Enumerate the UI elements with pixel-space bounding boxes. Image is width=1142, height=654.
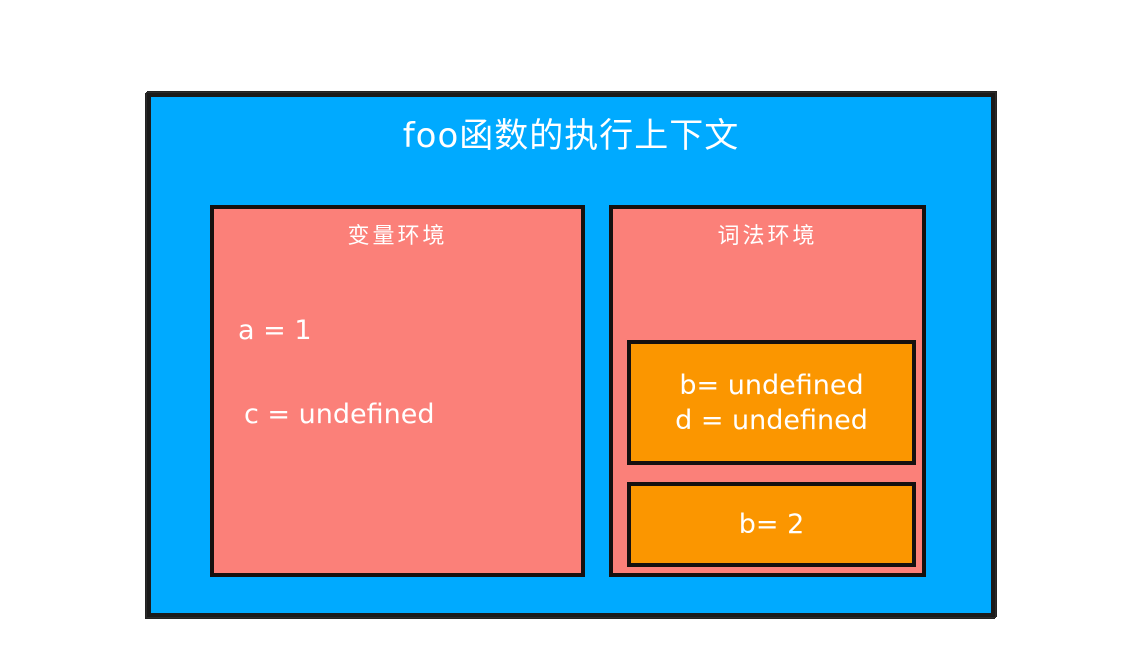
execution-context-box: foo函数的执行上下文 变量环境 a = 1 c = undefined 词法环… <box>147 93 995 617</box>
lexical-environment-title: 词法环境 <box>717 224 818 249</box>
variable-environment-title: 变量环境 <box>347 224 448 249</box>
environment-panels-row: 变量环境 a = 1 c = undefined 词法环境 b= undefin… <box>210 205 926 577</box>
binding-box-assigned: b= 2 <box>627 482 916 567</box>
variable-entry-c: c = undefined <box>244 399 435 430</box>
binding-entry-b-undefined: b= undefined <box>679 369 864 401</box>
binding-entry-b-2: b= 2 <box>738 509 805 540</box>
execution-context-title: foo函数的执行上下文 <box>402 116 740 156</box>
lexical-environment-panel: 词法环境 b= undefined d = undefined b= 2 <box>609 205 926 577</box>
binding-box-declarative: b= undefined d = undefined <box>627 340 916 465</box>
variable-environment-panel: 变量环境 a = 1 c = undefined <box>210 205 585 577</box>
variable-entry-a: a = 1 <box>238 315 312 346</box>
binding-entry-d-undefined: d = undefined <box>675 404 868 436</box>
